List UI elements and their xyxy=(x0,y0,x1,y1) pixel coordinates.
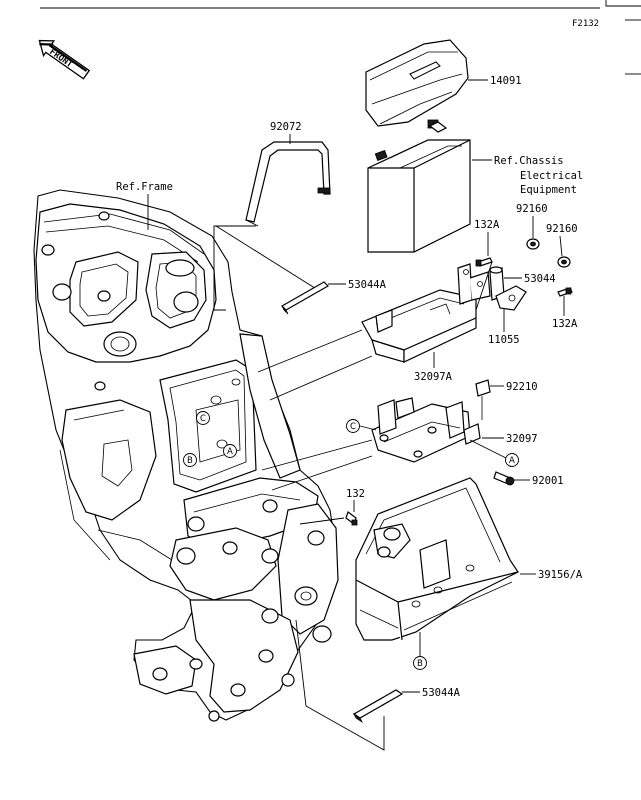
header-rule xyxy=(40,0,641,75)
bolt-guide xyxy=(299,517,345,525)
ref-chassis-label-3: Equipment xyxy=(520,184,577,196)
bracket-callout-a: A xyxy=(505,453,519,467)
tray-guide-1 xyxy=(257,329,363,373)
strap-guide-diag xyxy=(215,225,319,291)
ref-chassis-label-1: Ref.Chassis xyxy=(494,155,564,167)
svg-text:B: B xyxy=(187,456,193,466)
label-92001: 92001 xyxy=(532,475,564,487)
label-53044A-upper: 53044A xyxy=(348,279,387,291)
rubber-53044A-lower xyxy=(352,689,404,724)
label-92072: 92072 xyxy=(270,121,302,133)
battery-cover-14091 xyxy=(365,39,469,127)
battery-case-39156A xyxy=(355,477,519,641)
strap-92072 xyxy=(245,141,331,227)
svg-text:B: B xyxy=(417,659,423,669)
svg-text:A: A xyxy=(509,456,515,466)
label-92160-left: 92160 xyxy=(516,203,548,215)
bracket-guide-2 xyxy=(271,455,373,491)
nut-92160-right xyxy=(557,256,571,268)
strap-guide-line xyxy=(213,225,256,311)
tray-guide-3 xyxy=(475,261,493,311)
leader-92160-right xyxy=(559,235,563,257)
ref-chassis-label-2: Electrical xyxy=(520,170,583,182)
label-92210: 92210 xyxy=(506,381,538,393)
label-92160-right: 92160 xyxy=(546,223,578,235)
bolt-92001 xyxy=(493,471,515,486)
label-32097A: 32097A xyxy=(414,371,453,383)
front-arrow-badge: FRONT xyxy=(38,39,91,80)
label-53044A-lower: 53044A xyxy=(422,687,461,699)
frame-callout-b: B xyxy=(183,453,197,467)
bracket-11055 xyxy=(495,285,527,311)
label-53044: 53044 xyxy=(524,273,556,285)
svg-text:C: C xyxy=(200,414,206,424)
bracket-32097 xyxy=(371,397,481,463)
label-39156A: 39156/A xyxy=(538,569,583,581)
bracket-callout-c: C xyxy=(346,419,360,433)
tray-guide-2 xyxy=(269,355,373,401)
bracket-a-leader xyxy=(469,439,507,459)
nut-92160-left xyxy=(526,238,540,250)
label-14091: 14091 xyxy=(490,75,522,87)
battery-tray-32097A xyxy=(361,263,491,363)
spacer-53044 xyxy=(489,266,505,301)
battery xyxy=(367,119,471,253)
bolt-132A-right xyxy=(557,287,573,297)
bolt-132A-left xyxy=(475,257,493,267)
bolt-132 xyxy=(345,511,358,526)
label-32097: 32097 xyxy=(506,433,538,445)
svg-text:A: A xyxy=(227,447,233,457)
clip-92210 xyxy=(475,379,491,420)
label-132: 132 xyxy=(346,488,365,500)
label-132A-left: 132A xyxy=(474,219,500,231)
rubber-53044A-upper xyxy=(281,281,329,315)
frame-callout-a: A xyxy=(223,444,237,458)
tray-callout-b: B xyxy=(413,656,427,670)
bracket-c-leader xyxy=(359,425,377,431)
figure-code: F2132 xyxy=(572,19,599,29)
svg-text:C: C xyxy=(350,422,356,432)
rubber-lower-guide xyxy=(295,619,385,751)
frame-callout-c: C xyxy=(196,411,210,425)
bracket-guide-1 xyxy=(261,439,373,471)
frame-assembly xyxy=(33,189,339,722)
ref-frame-label: Ref.Frame xyxy=(116,181,173,193)
label-11055: 11055 xyxy=(488,334,520,346)
label-132A-right: 132A xyxy=(552,318,578,330)
